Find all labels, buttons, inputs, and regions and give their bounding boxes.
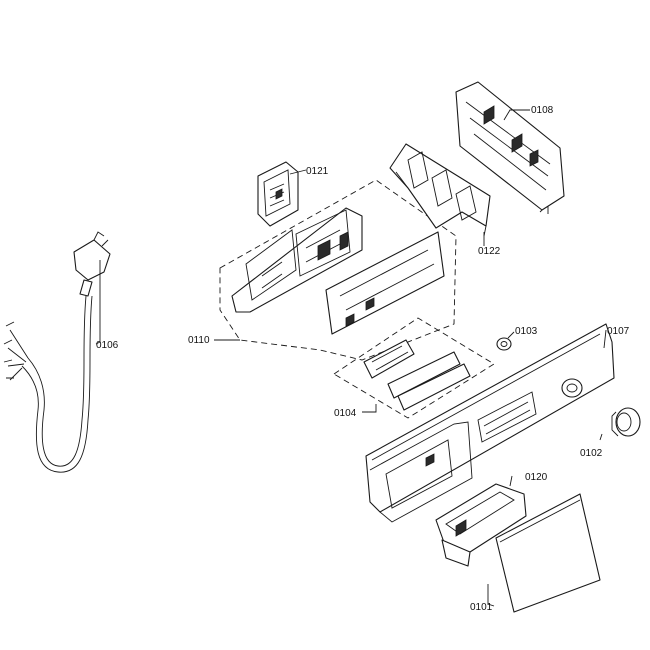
label-0101: 0101 [470, 602, 493, 613]
dispenser-housing [435, 483, 527, 567]
leader-lines [95, 109, 607, 607]
control-panel-fascia [365, 323, 615, 523]
control-board-top [455, 81, 565, 214]
label-0108: 0108 [531, 105, 554, 116]
label-0121: 0121 [306, 166, 329, 177]
label-0103: 0103 [515, 326, 538, 337]
indicator-ring [496, 337, 512, 351]
label-0120: 0120 [525, 472, 548, 483]
control-module-housing [219, 179, 457, 361]
label-0102: 0102 [580, 448, 603, 459]
label-0106: 0106 [96, 340, 119, 351]
keypad-assembly [333, 317, 495, 419]
module-holder [257, 161, 299, 227]
power-cord [3, 231, 111, 473]
label-0122: 0122 [478, 246, 501, 257]
label-0110: 0110 [188, 335, 210, 346]
program-knob [611, 407, 641, 437]
part-labels: 0106 0121 0110 0108 0122 0104 0103 0107 … [96, 105, 630, 613]
drawer-flap [495, 493, 601, 613]
label-0107: 0107 [607, 326, 630, 337]
label-0104: 0104 [334, 408, 357, 419]
